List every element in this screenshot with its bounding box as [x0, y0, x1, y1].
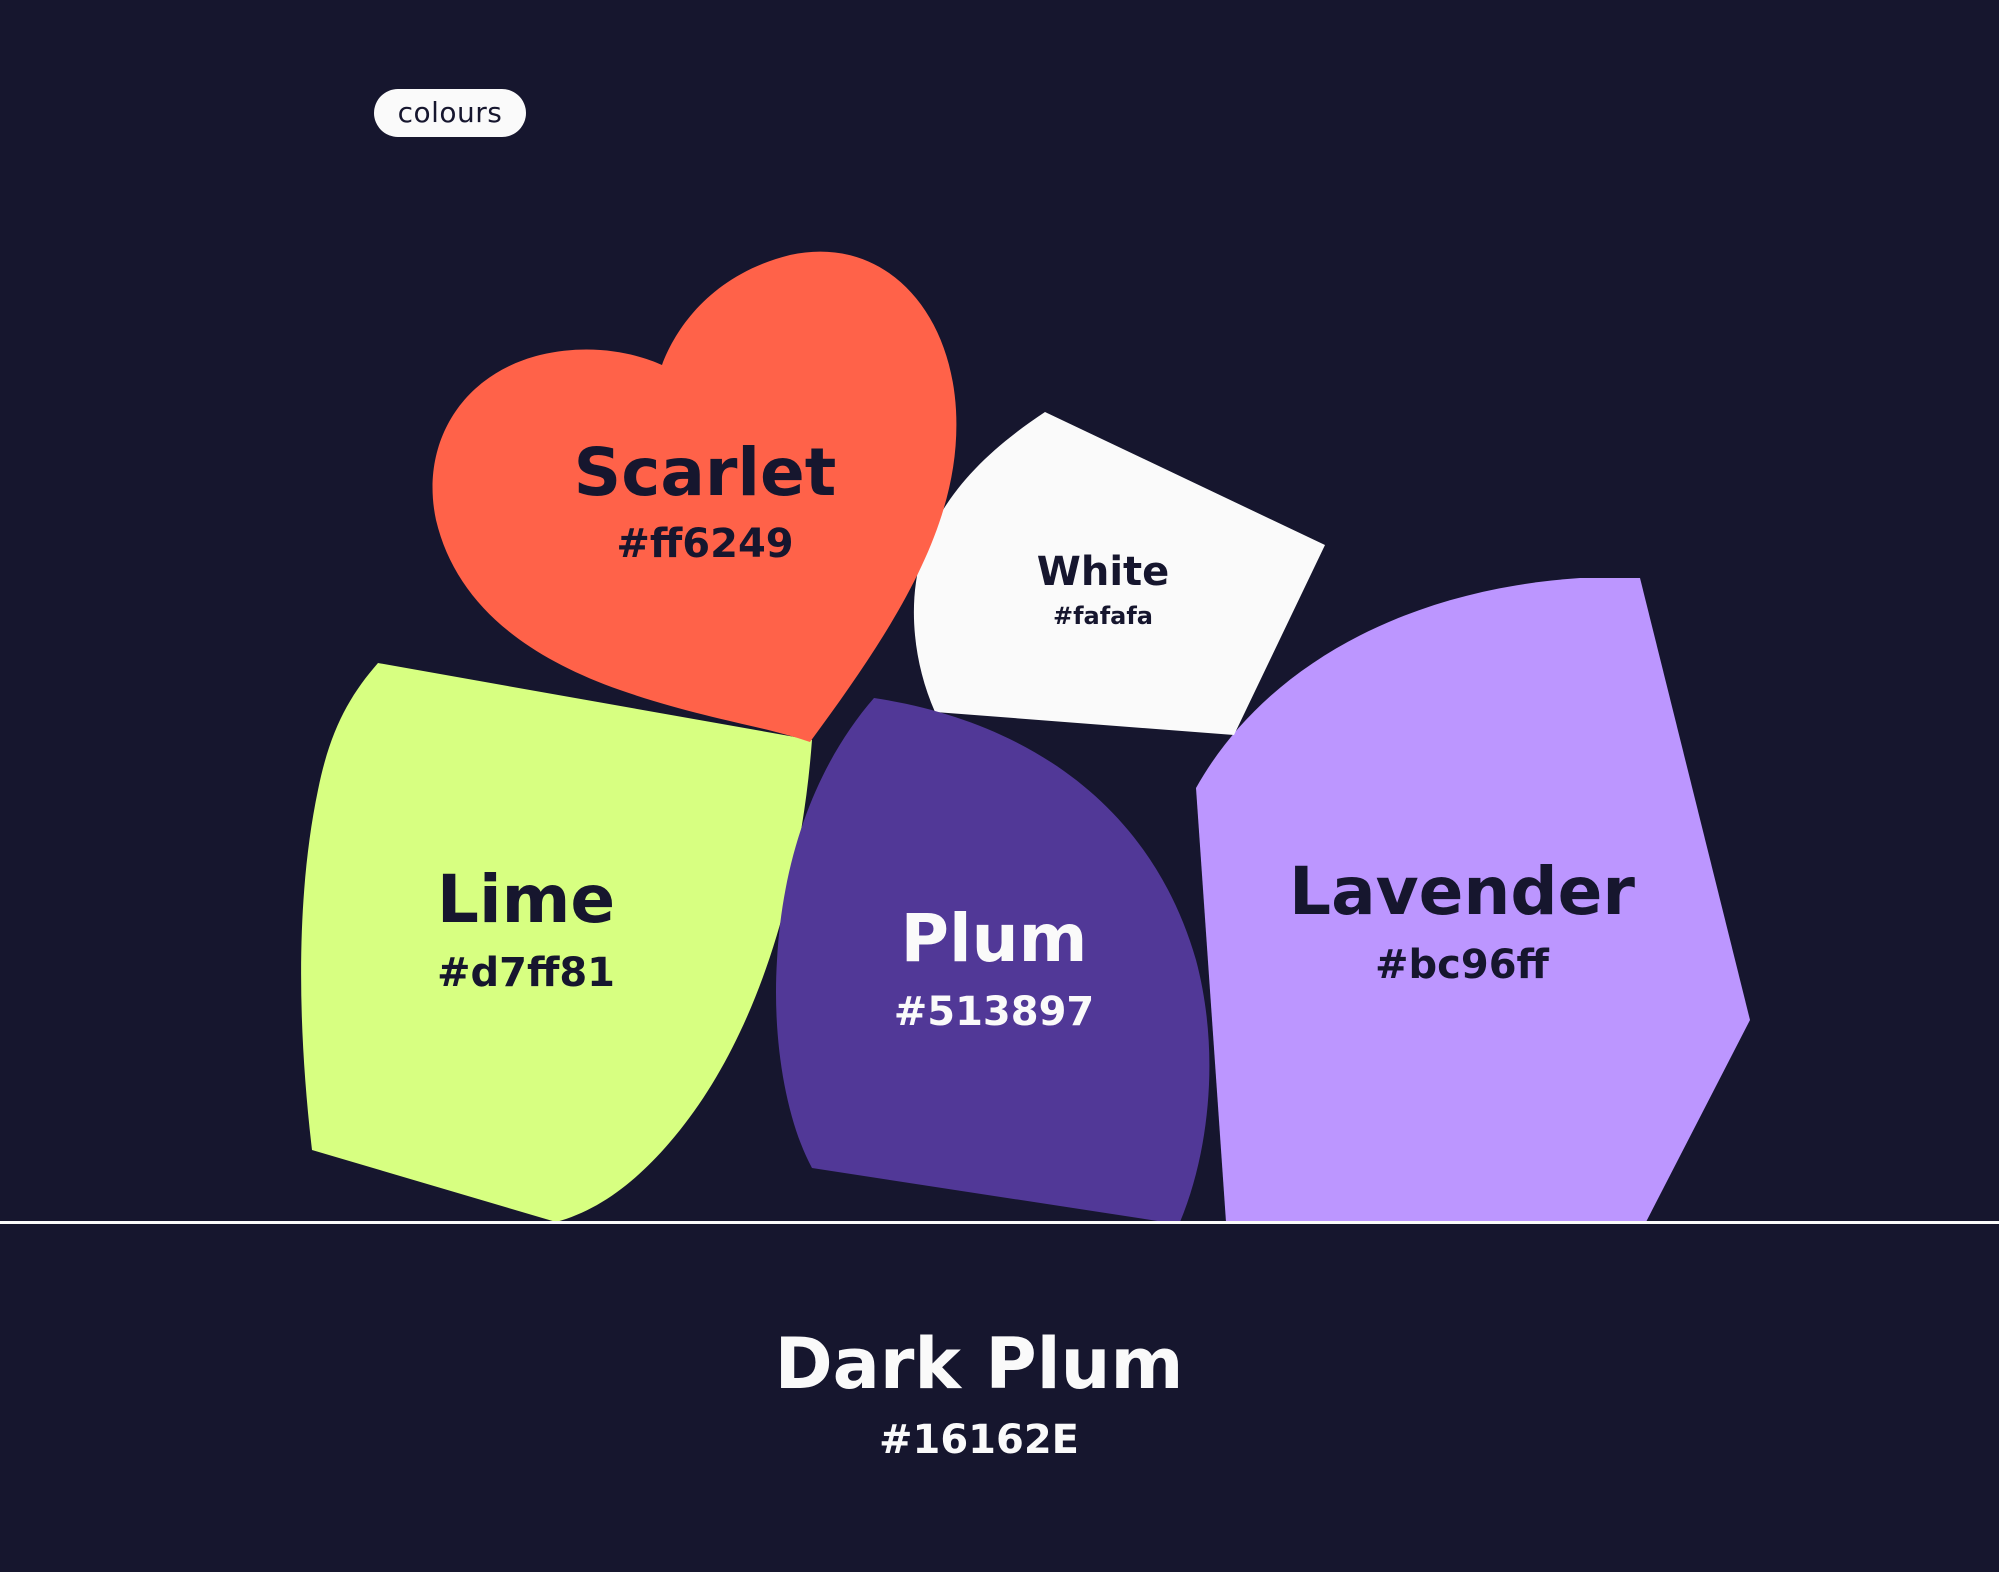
white-hex: #fafafa	[1052, 602, 1154, 630]
lime-hex: #d7ff81	[436, 950, 616, 996]
white-label: White #fafafa	[1003, 545, 1203, 633]
plum-hex: #513897	[893, 989, 1095, 1035]
dark-plum-label: Dark Plum #16162E	[729, 1318, 1229, 1470]
plum-name: Plum	[900, 900, 1088, 977]
dark-plum-name: Dark Plum	[774, 1323, 1184, 1405]
colours-tag: colours	[374, 89, 526, 137]
white-name: White	[1036, 549, 1170, 595]
lavender-shape-icon	[1196, 578, 1750, 1222]
dark-plum-hex: #16162E	[879, 1417, 1079, 1463]
white-shape-icon	[913, 412, 1325, 735]
lime-name: Lime	[436, 861, 616, 938]
scarlet-name: Scarlet	[573, 434, 837, 511]
lime-shape-icon	[301, 663, 812, 1222]
plum-label: Plum #513897	[844, 895, 1144, 1041]
lavender-name: Lavender	[1289, 853, 1635, 930]
lavender-label: Lavender #bc96ff	[1262, 848, 1662, 994]
lime-label: Lime #d7ff81	[376, 856, 676, 1002]
lavender-hex: #bc96ff	[1375, 942, 1549, 988]
plum-shape-icon	[775, 698, 1210, 1222]
scarlet-shape-icon	[432, 251, 957, 742]
scarlet-hex: #ff6249	[616, 521, 794, 567]
baseline-divider	[0, 1221, 1999, 1224]
scarlet-label: Scarlet #ff6249	[545, 430, 865, 572]
